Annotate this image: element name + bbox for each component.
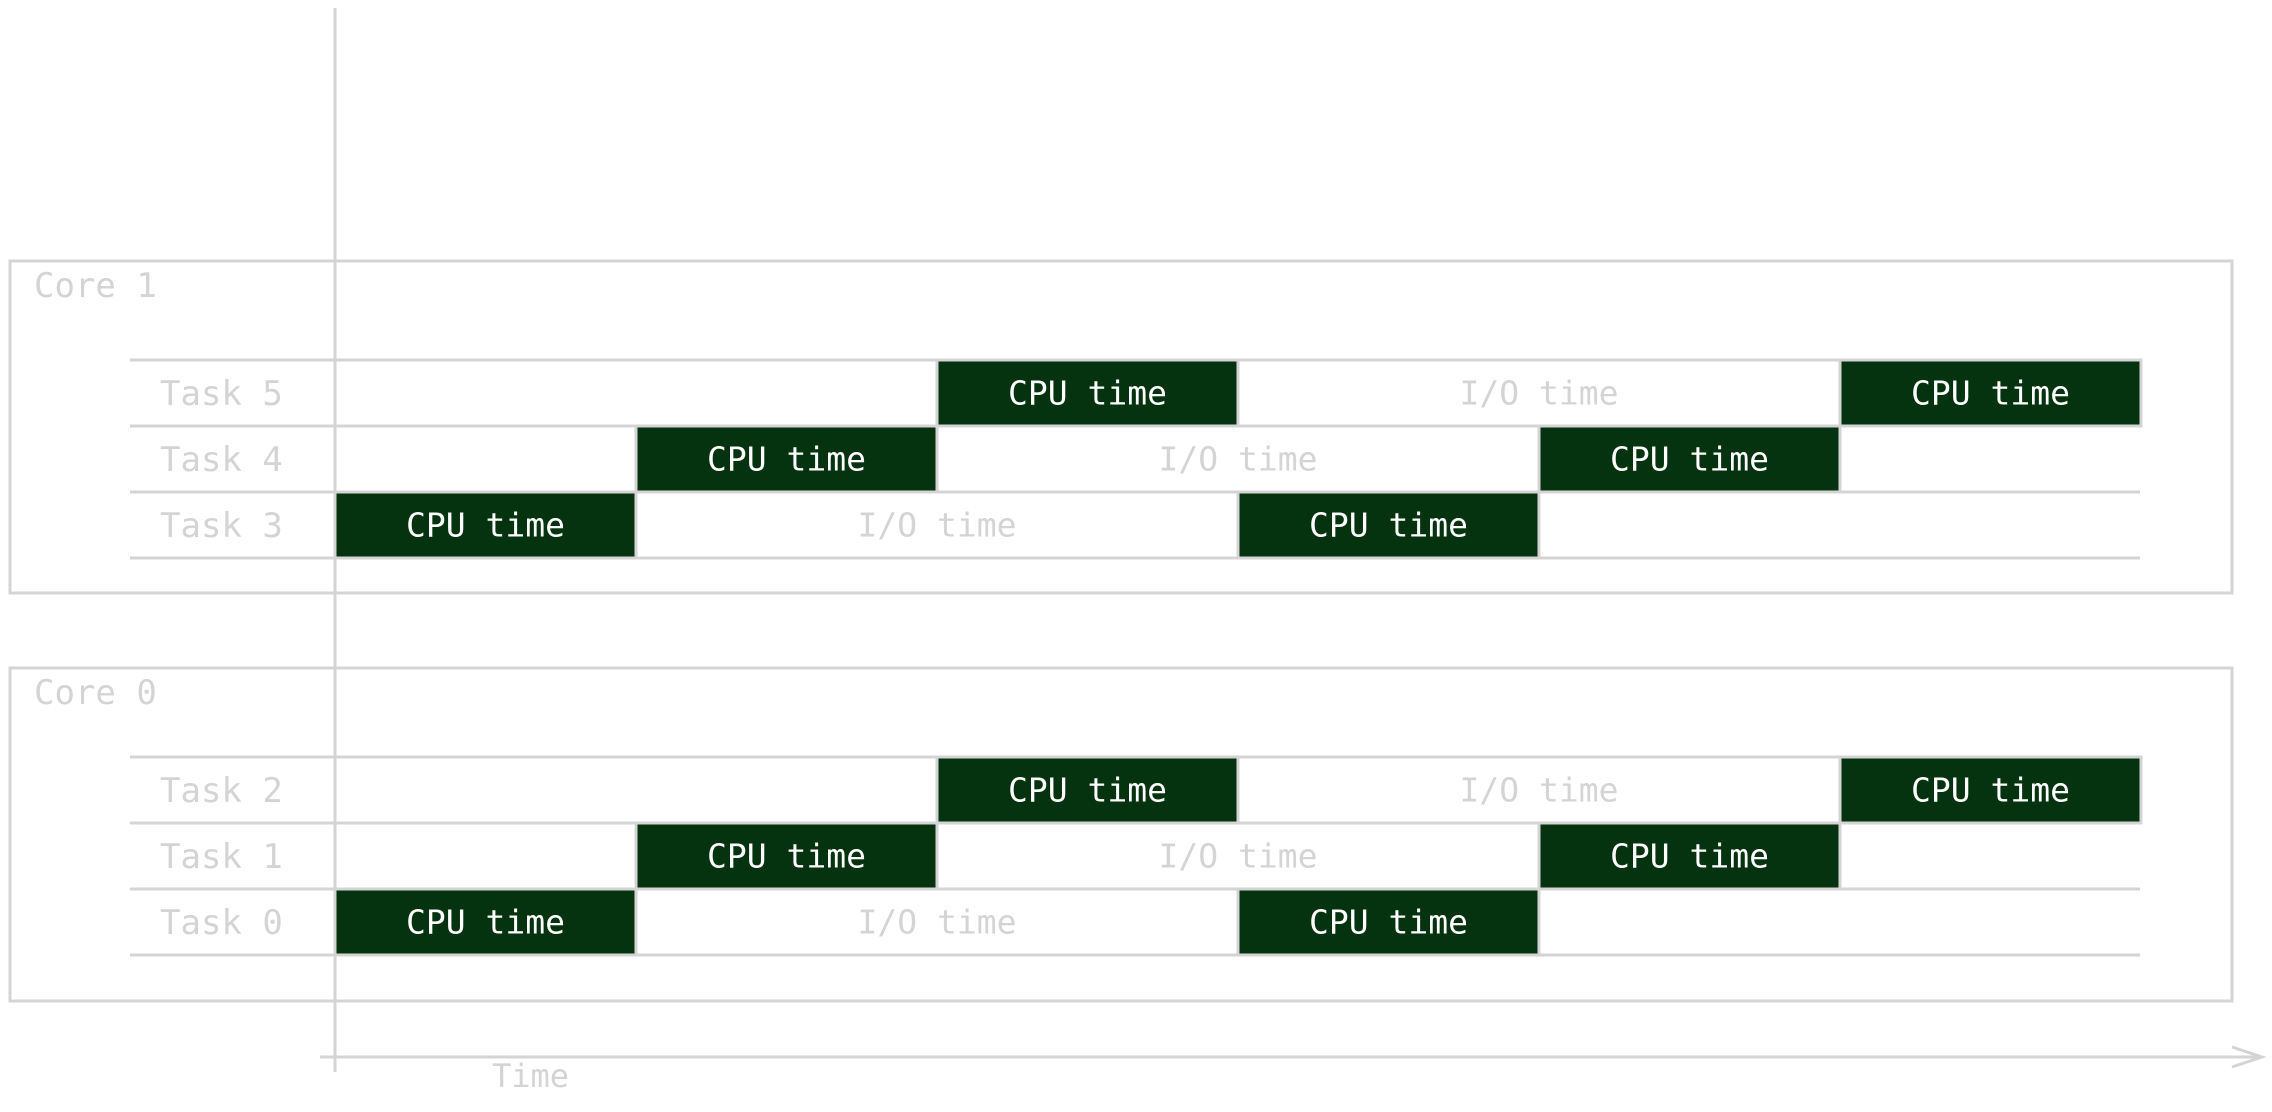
cpu-time-label: CPU time	[406, 903, 565, 942]
io-time-label: I/O time	[1460, 771, 1619, 810]
cpu-time-label: CPU time	[707, 837, 866, 876]
task-label: Task 2	[160, 771, 283, 811]
io-time-label: I/O time	[1159, 837, 1318, 876]
task-label: Task 1	[160, 837, 283, 877]
task-label: Task 5	[160, 374, 283, 414]
io-time-label: I/O time	[858, 506, 1017, 545]
cpu-time-block	[634, 424, 939, 494]
cpu-time-block	[1838, 358, 2143, 428]
cpu-time-label: CPU time	[1610, 440, 1769, 479]
io-time-label: I/O time	[1460, 374, 1619, 413]
cpu-time-block	[1236, 887, 1541, 957]
cpu-time-label: CPU time	[1911, 374, 2070, 413]
cpu-time-block	[1838, 755, 2143, 825]
io-time-label: I/O time	[858, 903, 1017, 942]
core-label: Core 0	[34, 673, 157, 713]
cpu-time-block	[1236, 490, 1541, 560]
time-axis-arrowhead	[2231, 1045, 2267, 1069]
task-label: Task 4	[160, 440, 283, 480]
core-label: Core 1	[34, 266, 157, 306]
core-box	[8, 666, 2234, 1003]
task-label: Task 3	[160, 506, 283, 546]
cpu-time-label: CPU time	[707, 440, 866, 479]
cpu-time-label: CPU time	[1610, 837, 1769, 876]
cpu-time-label: CPU time	[406, 506, 565, 545]
cpu-time-block	[935, 358, 1240, 428]
cpu-time-label: CPU time	[1008, 374, 1167, 413]
cpu-time-label: CPU time	[1309, 506, 1468, 545]
cpu-time-block	[1537, 424, 1842, 494]
cpu-time-block	[634, 821, 939, 891]
cpu-time-label: CPU time	[1911, 771, 2070, 810]
cpu-time-label: CPU time	[1309, 903, 1468, 942]
io-time-label: I/O time	[1159, 440, 1318, 479]
cpu-time-label: CPU time	[1008, 771, 1167, 810]
cpu-time-block	[1537, 821, 1842, 891]
core-box	[8, 259, 2234, 595]
time-axis-label: Time	[492, 1057, 569, 1095]
time-axis: Time	[320, 1045, 2267, 1095]
task-label: Task 0	[160, 903, 283, 943]
